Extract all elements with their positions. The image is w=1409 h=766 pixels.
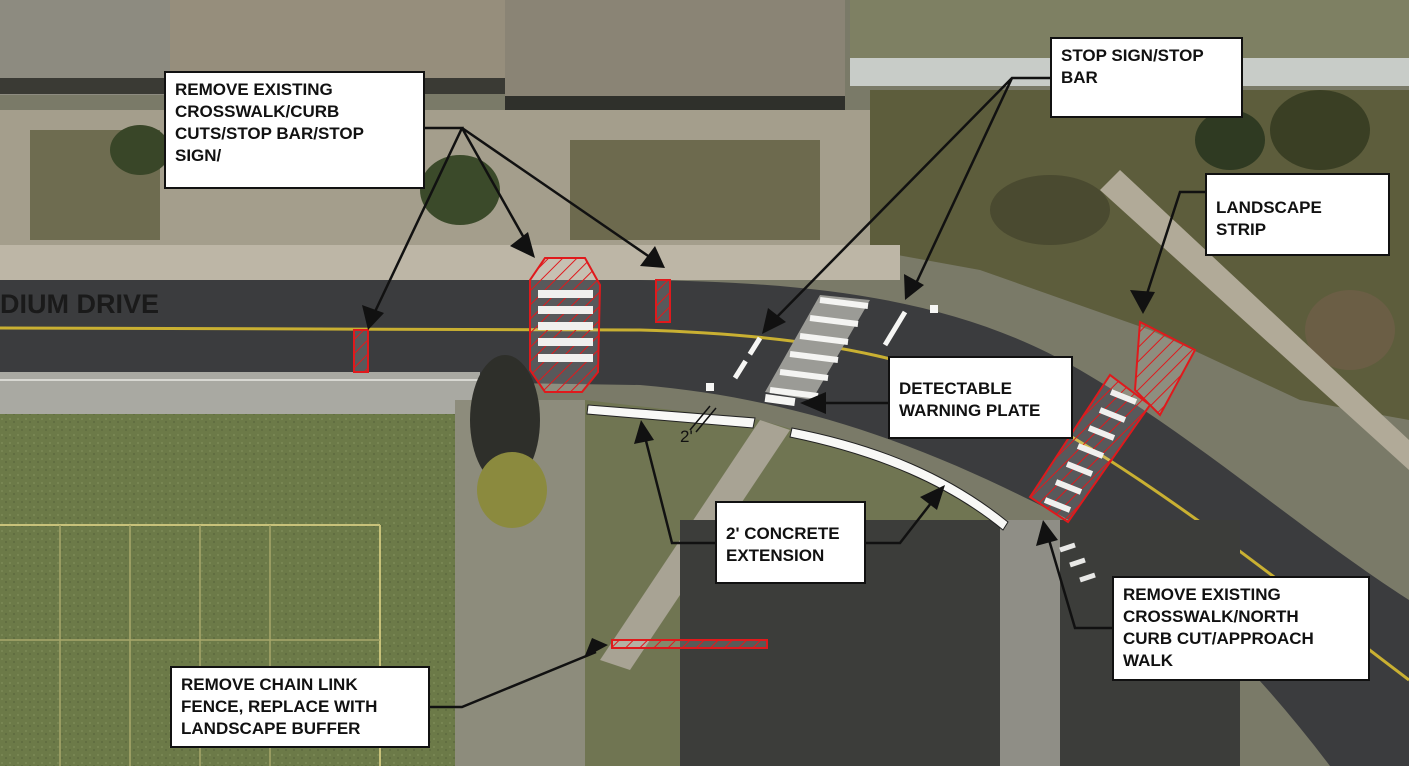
crosswalk-west-stripes [538,290,593,362]
callout-concrete-extension: 2' CONCRETE EXTENSION [715,501,866,584]
callout-remove-fence: REMOVE CHAIN LINK FENCE, REPLACE WITH LA… [170,666,430,748]
tree-ne-2 [1195,110,1265,170]
new-crosswalk [765,295,870,400]
tree-ne-3 [990,175,1110,245]
dimension-tick-1 [689,405,711,431]
arrowheads [362,232,1155,658]
stop-sign-marker-1 [706,383,714,391]
new-stop-bar-east [882,310,908,347]
dimension-label: 2' [680,427,693,446]
stop-sign-marker-2 [930,305,938,313]
callout-detectable-warning: DETECTABLE WARNING PLATE [888,356,1073,439]
lawn-north-mid [570,140,820,240]
crosswalk-east-stripes [1043,389,1138,513]
chain-link-fence-remove [611,639,768,649]
callout-remove-north-curb: REMOVE EXISTING CROSSWALK/NORTH CURB CUT… [1112,576,1370,681]
tree-ne-1 [1270,90,1370,170]
roof-center-right [505,0,845,110]
existing-crosswalk-south-east [1059,542,1096,583]
leader-lines [370,76,1205,709]
tree-south-shadow [470,355,540,485]
callout-remove-crosswalk-stop: REMOVE EXISTING CROSSWALK/CURB CUTS/STOP… [164,71,425,189]
sidewalk-north [0,245,900,280]
callout-landscape-strip: LANDSCAPE STRIP [1205,173,1390,256]
callout-stop-sign-bar: STOP SIGN/STOP BAR [1050,37,1243,118]
new-stop-bar-west [732,336,763,380]
road-name-label: DIUM DRIVE [0,289,160,319]
south-walk [1000,520,1060,766]
tree-ne-4 [1305,290,1395,370]
sidewalk-south [0,372,480,414]
tree-north-2 [110,125,170,175]
stop-bar-remove-west [353,329,369,373]
concrete-extension-east [789,427,1009,531]
path-ne [1100,170,1409,470]
stop-bar-remove-east [655,279,671,323]
detectable-warning-plate [764,393,796,407]
dimension-tick-2 [695,407,717,433]
roof-center [170,0,505,78]
tree-south [477,452,547,528]
concrete-extension-west [586,404,756,429]
